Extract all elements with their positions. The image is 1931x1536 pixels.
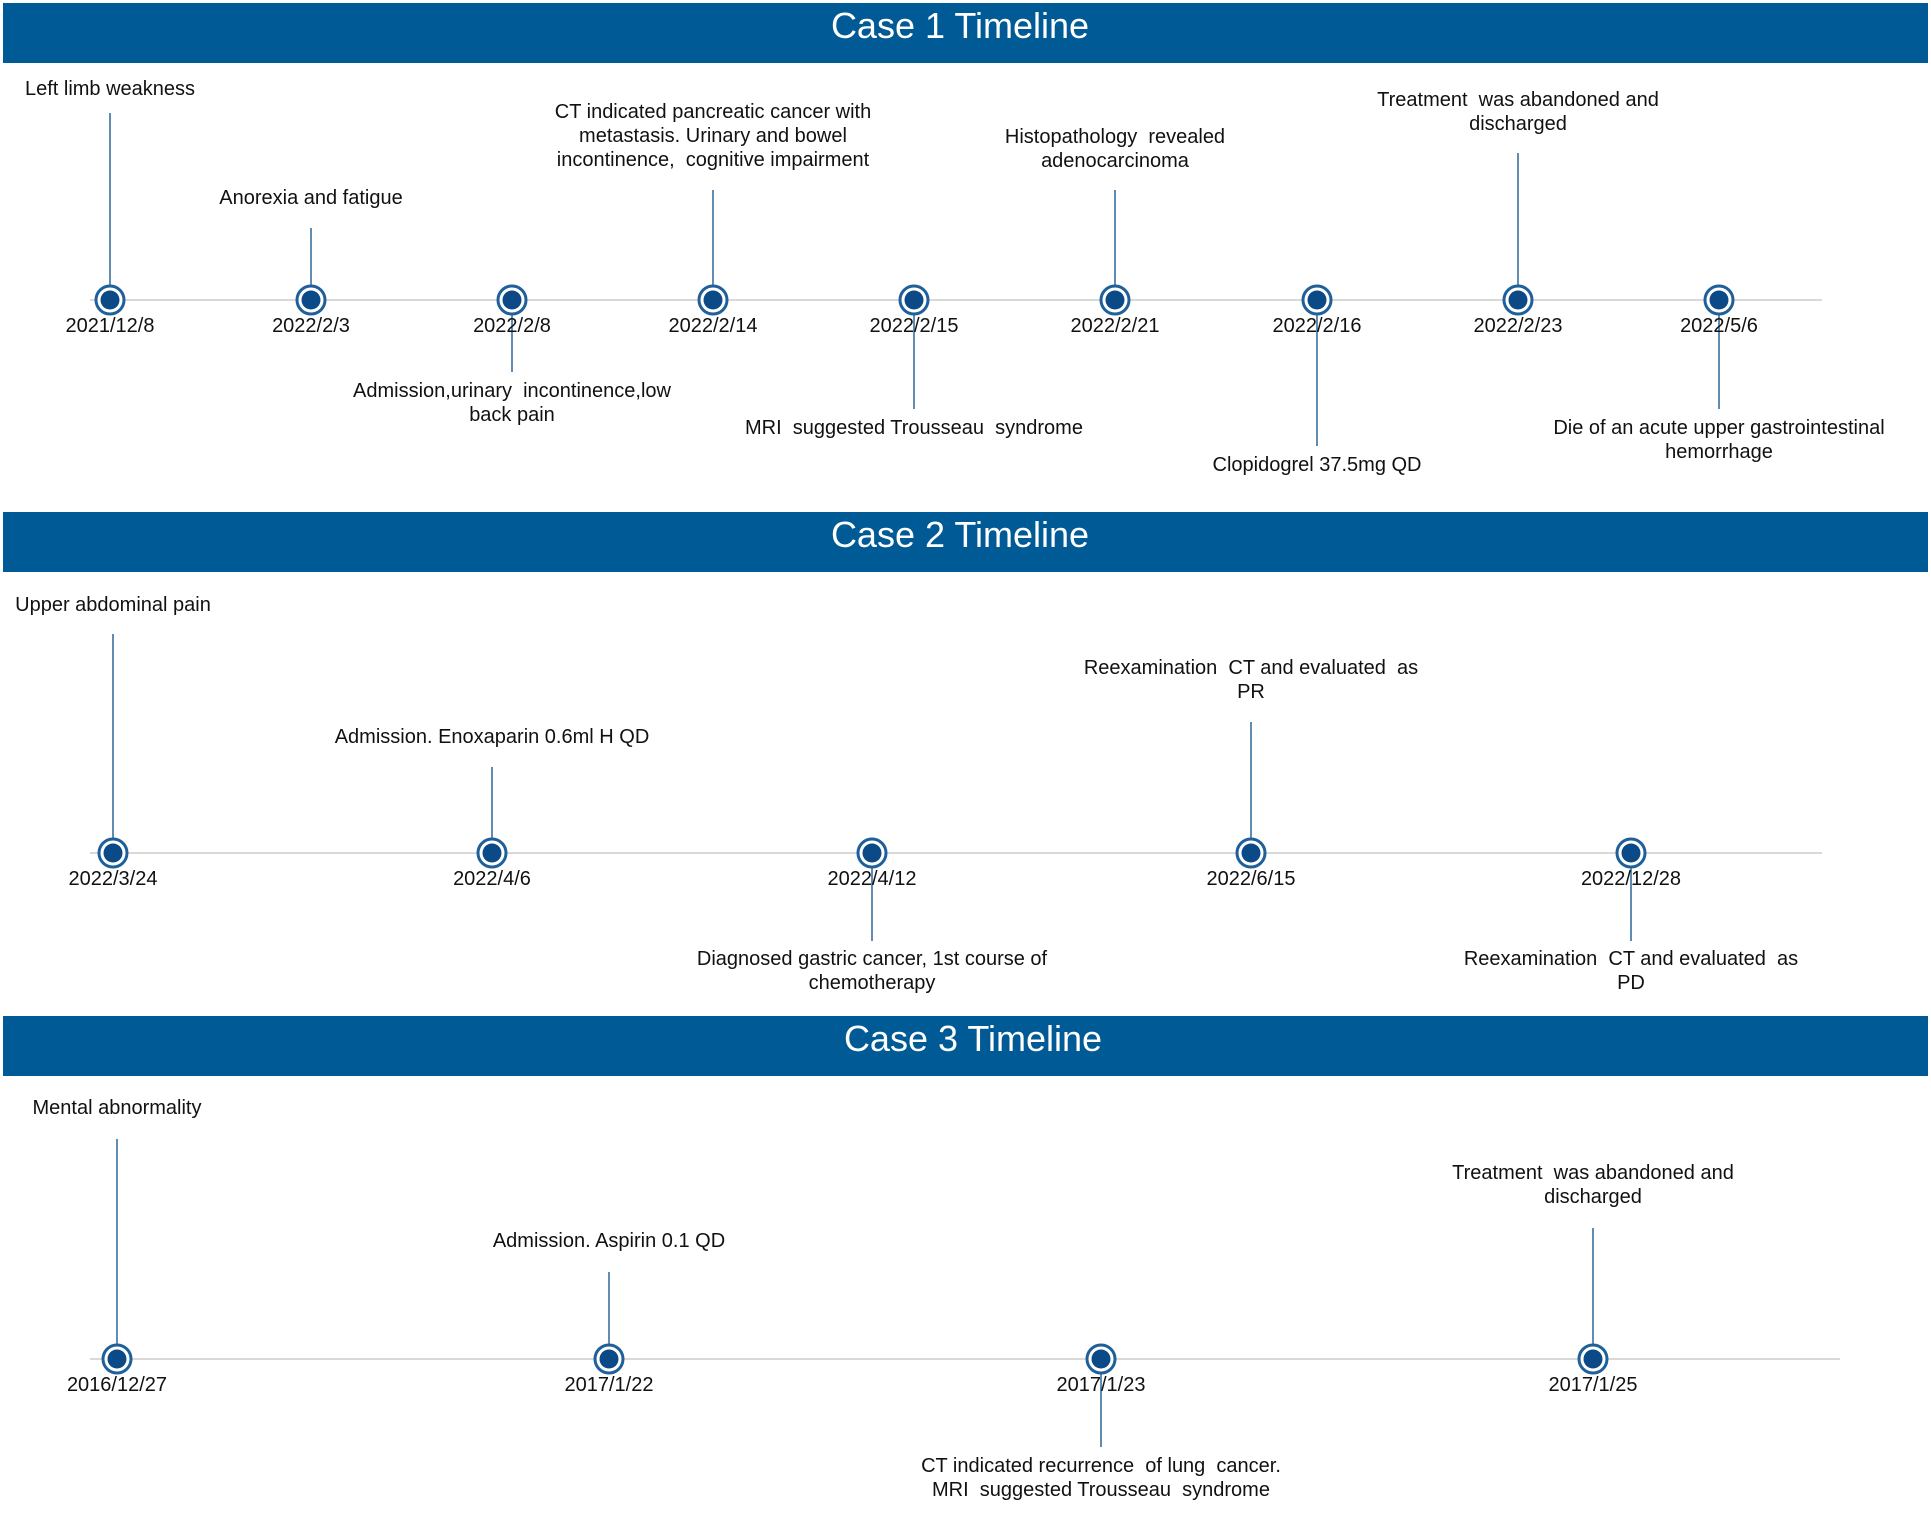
event-label-line: Clopidogrel 37.5mg QD <box>1213 454 1422 476</box>
event-node <box>904 290 924 310</box>
event-label-line: metastasis. Urinary and bowel <box>579 125 847 147</box>
event-date: 2022/3/24 <box>69 868 158 890</box>
event: 2017/1/25 Treatment was abandoned anddisc… <box>1452 1162 1734 1396</box>
event: 2021/12/8 Left limb weakness <box>25 78 195 337</box>
event-label-line: MRI suggested Trousseau syndrome <box>932 1479 1270 1501</box>
case-2-section: Case 2 Timeline <box>3 512 1928 854</box>
event-node <box>103 843 123 863</box>
event-date: 2022/2/16 <box>1273 315 1362 337</box>
case-3-section: Case 3 Timeline <box>3 1016 1928 1360</box>
event-node <box>1105 290 1125 310</box>
event-label-line: discharged <box>1469 113 1567 135</box>
event-date: 2022/2/3 <box>272 315 350 337</box>
event-node <box>1091 1349 1111 1369</box>
event-label-line: Admission,urinary incontinence,low <box>353 380 671 402</box>
event-node <box>1621 843 1641 863</box>
event-label-line: Treatment was abandoned and <box>1452 1162 1734 1184</box>
event: 2016/12/27 Mental abnormality <box>33 1097 202 1396</box>
case-1-events: 2021/12/8 Left limb weakness 2022/2/3 Anore… <box>25 78 1885 476</box>
event-date: 2022/2/23 <box>1474 315 1563 337</box>
event: 2017/1/22 Admission. Aspirin 0.1 QD <box>493 1230 725 1396</box>
event-node <box>107 1349 127 1369</box>
event-node <box>862 843 882 863</box>
event-label-line: Reexamination CT and evaluated as <box>1464 948 1798 970</box>
event-date: 2022/2/15 <box>870 315 959 337</box>
event-label-line: Treatment was abandoned and <box>1377 89 1659 111</box>
event-label-line: PD <box>1617 972 1645 994</box>
event-node <box>1508 290 1528 310</box>
event-date: 2017/1/25 <box>1549 1374 1638 1396</box>
event-label-line: MRI suggested Trousseau syndrome <box>745 417 1083 439</box>
event-date: 2022/12/28 <box>1581 868 1681 890</box>
event-node <box>301 290 321 310</box>
case-1-section: Case 1 Timeline <box>3 3 1928 301</box>
case-2-title: Case 2 Timeline <box>831 514 1089 555</box>
event-label-line: chemotherapy <box>809 972 936 994</box>
event-date: 2022/2/8 <box>473 315 551 337</box>
event-label-line: Mental abnormality <box>33 1097 202 1119</box>
event-label-line: Admission. Enoxaparin 0.6ml H QD <box>335 726 650 748</box>
event: 2022/2/3 Anorexia and fatigue <box>219 187 402 337</box>
event-date: 2022/6/15 <box>1207 868 1296 890</box>
event: 2022/2/23 Treatment was abandoned anddisc… <box>1377 89 1659 337</box>
event: 2022/2/14 CT indicated pancreatic cancer … <box>555 101 871 337</box>
case-1-title: Case 1 Timeline <box>831 5 1089 46</box>
event-label-line: incontinence, cognitive impairment <box>557 149 870 171</box>
event-date: 2022/4/6 <box>453 868 531 890</box>
event-label-line: Histopathology revealed <box>1005 126 1225 148</box>
event-label-line: adenocarcinoma <box>1041 150 1190 172</box>
event-node <box>482 843 502 863</box>
event-node <box>502 290 522 310</box>
event-date: 2022/5/6 <box>1680 315 1758 337</box>
event-label-line: Die of an acute upper gastrointestinal <box>1553 417 1884 439</box>
case-3-events: 2016/12/27 Mental abnormality 2017/1/22 Adm… <box>33 1097 1734 1501</box>
event-date: 2022/4/12 <box>828 868 917 890</box>
event-label-line: Anorexia and fatigue <box>219 187 402 209</box>
event-node <box>1583 1349 1603 1369</box>
event-label-line: CT indicated pancreatic cancer with <box>555 101 871 123</box>
event-node <box>1241 843 1261 863</box>
event-date: 2017/1/23 <box>1057 1374 1146 1396</box>
event-label-line: back pain <box>469 404 555 426</box>
event-node <box>1307 290 1327 310</box>
event-date: 2022/2/14 <box>669 315 758 337</box>
event: 2022/4/6 Admission. Enoxaparin 0.6ml H QD <box>335 726 650 890</box>
event-label-line: Upper abdominal pain <box>15 594 211 616</box>
case-3-title: Case 3 Timeline <box>844 1018 1102 1059</box>
event: 2022/3/24 Upper abdominal pain <box>15 594 211 890</box>
event-label-line: hemorrhage <box>1665 441 1773 463</box>
event-node <box>1709 290 1729 310</box>
event-label-line: Diagnosed gastric cancer, 1st course of <box>697 948 1048 970</box>
event: 2017/1/23 CT indicated recurrence of lung… <box>921 1343 1281 1501</box>
event-label-line: Left limb weakness <box>25 78 195 100</box>
event-date: 2021/12/8 <box>66 315 155 337</box>
case-3-banner <box>3 1016 1928 1076</box>
event: 2022/2/21 Histopathology revealedadenocar… <box>1005 126 1225 337</box>
event-label-line: PR <box>1237 681 1265 703</box>
event-label-line: discharged <box>1544 1186 1642 1208</box>
event-label-line: Reexamination CT and evaluated as <box>1084 657 1418 679</box>
event-node <box>703 290 723 310</box>
event-node <box>599 1349 619 1369</box>
case-2-events: 2022/3/24 Upper abdominal pain 2022/4/6 Adm… <box>15 594 1798 994</box>
event-node <box>100 290 120 310</box>
case-1-banner <box>3 3 1928 63</box>
event-label-line: Admission. Aspirin 0.1 QD <box>493 1230 725 1252</box>
event-label-line: CT indicated recurrence of lung cancer. <box>921 1455 1281 1477</box>
event-date: 2022/2/21 <box>1071 315 1160 337</box>
case-2-banner <box>3 512 1928 572</box>
event-date: 2017/1/22 <box>565 1374 654 1396</box>
event-date: 2016/12/27 <box>67 1374 167 1396</box>
event: 2022/6/15 Reexamination CT and evaluated … <box>1084 657 1418 890</box>
